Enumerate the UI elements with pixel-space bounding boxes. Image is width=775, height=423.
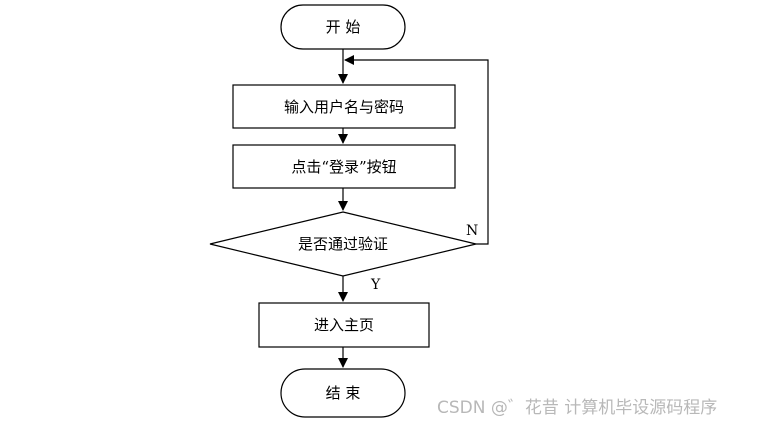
input-credentials-label: 输入用户名与密码	[284, 98, 404, 116]
verify-decision-label: 是否通过验证	[298, 235, 388, 253]
end-label: 结 束	[326, 384, 361, 402]
enter-home-node: 进入主页	[258, 302, 430, 348]
label-yes: Y	[370, 277, 381, 293]
click-login-label: 点击“登录”按钮	[291, 158, 396, 176]
input-credentials-node: 输入用户名与密码	[232, 84, 456, 129]
enter-home-label: 进入主页	[314, 316, 374, 334]
watermark: CSDN @゛花昔 计算机毕设源码程序	[437, 398, 718, 418]
click-login-node: 点击“登录”按钮	[232, 144, 456, 189]
label-no: N	[466, 223, 478, 239]
edge-decision-no-loop	[344, 55, 489, 245]
start-label: 开 始	[326, 18, 361, 36]
verify-decision-node: 是否通过验证	[209, 211, 477, 277]
end-node: 结 束	[280, 368, 406, 418]
start-node: 开 始	[280, 4, 406, 50]
